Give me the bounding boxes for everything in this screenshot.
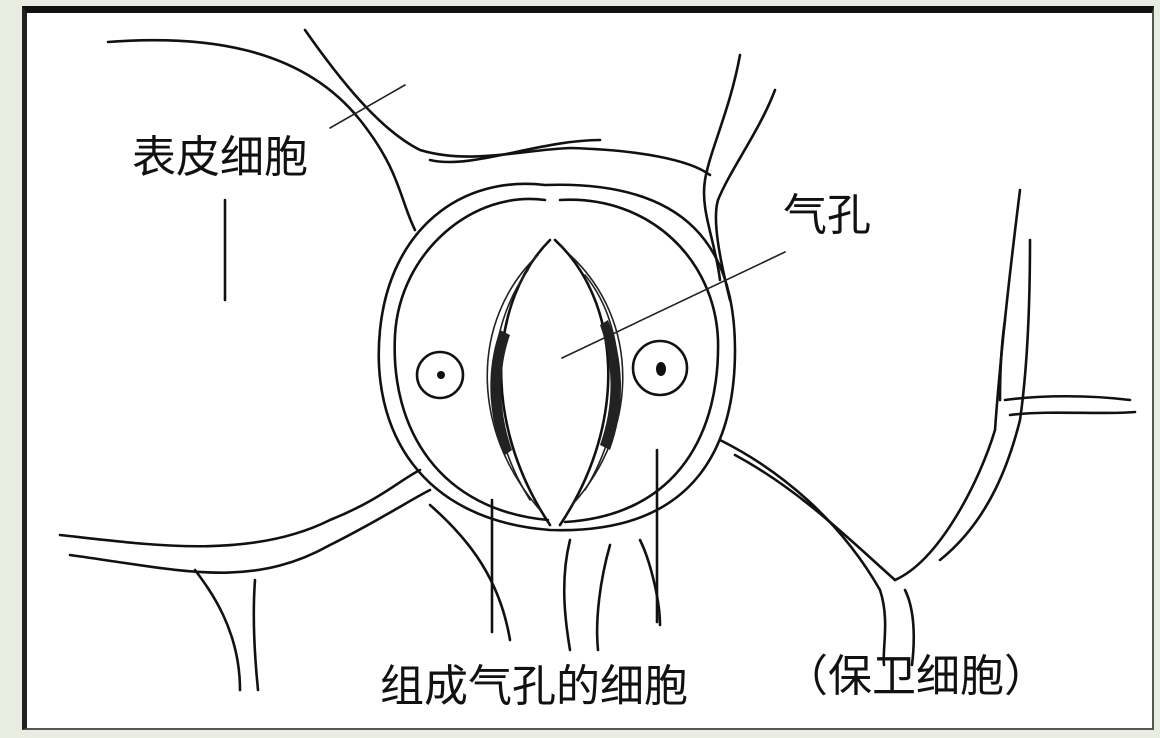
nucleus-left bbox=[417, 352, 463, 398]
stoma-leader-line bbox=[562, 252, 785, 358]
label-cells-forming-stoma: 组成气孔的细胞 bbox=[380, 665, 688, 709]
epidermal-cell-walls bbox=[60, 30, 1135, 690]
nucleus-right bbox=[633, 341, 687, 395]
label-epidermal-cell: 表皮细胞 bbox=[132, 136, 308, 180]
epidermal-leader-line bbox=[330, 85, 405, 128]
guard-cells bbox=[379, 184, 735, 530]
label-guard-cell: （保卫细胞） bbox=[784, 655, 1048, 699]
label-stoma: 气孔 bbox=[783, 194, 871, 238]
stoma-pore bbox=[487, 240, 623, 525]
